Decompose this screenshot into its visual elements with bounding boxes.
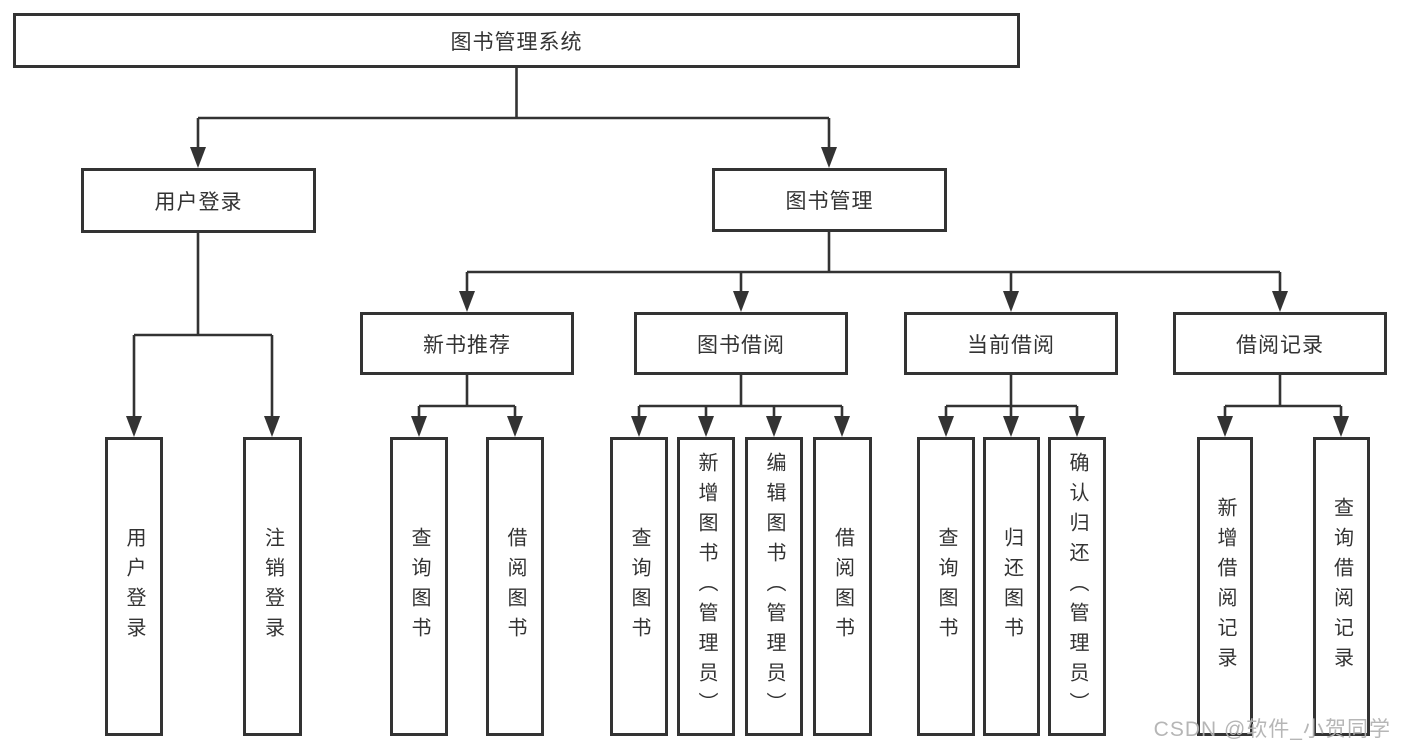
- node-book-management: 图书管理: [712, 168, 947, 232]
- node-borrowing-records-label: 借阅记录: [1236, 333, 1324, 357]
- leaf-br-query-record-label: 查询借阅记录: [1330, 496, 1353, 677]
- leaf-cb-return-books: 归还图书: [983, 437, 1040, 736]
- leaf-cb-return-books-label: 归还图书: [1000, 526, 1023, 647]
- node-borrowing-records: 借阅记录: [1173, 312, 1387, 375]
- node-new-book-recommendation: 新书推荐: [360, 312, 574, 375]
- node-root: 图书管理系统: [13, 13, 1020, 68]
- node-user-login-label: 用户登录: [154, 190, 243, 214]
- node-book-borrowing-label: 图书借阅: [697, 333, 785, 357]
- leaf-bb-borrow-books-label: 借阅图书: [831, 526, 854, 647]
- leaf-bb-query-books-label: 查询图书: [628, 526, 650, 647]
- leaf-user-login: 用户登录: [105, 437, 163, 736]
- leaf-logout: 注销登录: [243, 437, 302, 736]
- leaf-bb-add-books: 新增图书（管理员）: [677, 437, 735, 736]
- leaf-br-add-record: 新增借阅记录: [1197, 437, 1253, 736]
- leaf-bb-query-books: 查询图书: [610, 437, 668, 736]
- leaf-cb-query-books-label: 查询图书: [935, 526, 957, 647]
- node-new-book-recommendation-label: 新书推荐: [423, 333, 511, 357]
- node-current-borrowing-label: 当前借阅: [967, 333, 1055, 357]
- leaf-bb-edit-books-label: 编辑图书（管理员）: [763, 451, 785, 722]
- leaf-nbr-borrow-books-label: 借阅图书: [504, 526, 526, 647]
- node-book-borrowing: 图书借阅: [634, 312, 848, 375]
- leaf-bb-add-books-label: 新增图书（管理员）: [695, 451, 717, 722]
- leaf-bb-borrow-books: 借阅图书: [813, 437, 872, 736]
- node-book-management-label: 图书管理: [785, 190, 874, 213]
- arrowheads: [126, 147, 1349, 437]
- leaf-cb-query-books: 查询图书: [917, 437, 975, 736]
- watermark: CSDN @软件_小贺同学: [1153, 718, 1391, 741]
- leaf-br-add-record-label: 新增借阅记录: [1214, 496, 1236, 677]
- leaf-nbr-query-books-label: 查询图书: [408, 526, 430, 647]
- leaf-nbr-query-books: 查询图书: [390, 437, 448, 736]
- node-root-label: 图书管理系统: [450, 30, 583, 54]
- leaf-cb-confirm-return: 确认归还（管理员）: [1048, 437, 1106, 736]
- leaf-bb-edit-books: 编辑图书（管理员）: [745, 437, 803, 736]
- leaf-nbr-borrow-books: 借阅图书: [486, 437, 544, 736]
- node-current-borrowing: 当前借阅: [904, 312, 1118, 375]
- node-user-login: 用户登录: [81, 168, 316, 233]
- leaf-br-query-record: 查询借阅记录: [1313, 437, 1370, 736]
- leaf-user-login-label: 用户登录: [123, 526, 145, 647]
- leaf-logout-label: 注销登录: [261, 526, 284, 647]
- leaf-cb-confirm-return-label: 确认归还（管理员）: [1066, 451, 1088, 722]
